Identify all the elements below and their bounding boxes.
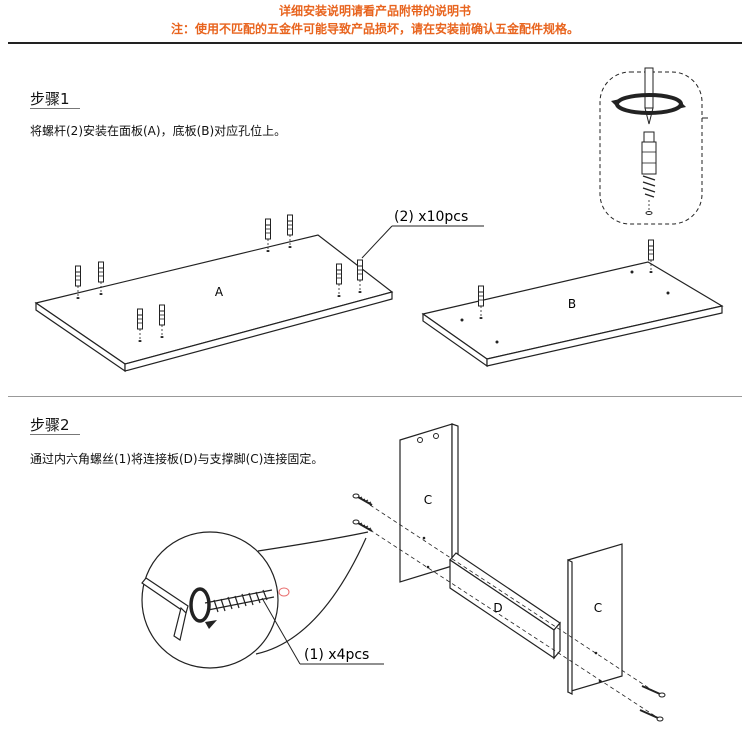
panel-d-label: D [493, 601, 502, 615]
screw-detail-bubble [141, 531, 369, 669]
step2-title-underline [30, 434, 80, 435]
step1-description: 将螺杆(2)安装在面板(A)，底板(B)对应孔位上。 [30, 124, 287, 138]
step1-title-underline [30, 108, 80, 109]
bolt-callout: (2) x10pcs [394, 209, 468, 225]
assembly-guide-lines [369, 504, 656, 717]
bolt-callout-leader [361, 225, 393, 259]
header-divider [8, 42, 742, 44]
notice-line-1: 详细安装说明请看产品附带的说明书 [278, 4, 471, 18]
panel-d: D [449, 552, 561, 660]
screw-right-bottom [639, 709, 664, 722]
bolt-detail-bubble [599, 67, 708, 225]
panel-a: A [34, 234, 394, 373]
screw-callout: (1) x4pcs [304, 647, 369, 663]
panel-c-left-label: C [424, 493, 432, 507]
panel-c-right: C [567, 543, 623, 695]
notice-line-2: 注：使用不匹配的五金件可能导致产品损坏，请在安装前确认五金配件规格。 [170, 22, 579, 36]
step-divider [8, 396, 742, 397]
panel-b: B [421, 261, 724, 368]
panel-c-left: C [399, 423, 459, 583]
screw-right-top [641, 685, 666, 698]
screw-callout-leader [261, 597, 301, 665]
panel-b-label: B [568, 297, 576, 311]
screw-left-top [352, 493, 373, 506]
panel-c-right-label: C [594, 601, 602, 615]
step2-title: 步骤2 [30, 416, 70, 434]
screw-left-bottom [352, 519, 373, 532]
step1-title: 步骤1 [30, 90, 70, 108]
step2-description: 通过内六角螺丝(1)将连接板(D)与支撑脚(C)连接固定。 [30, 452, 324, 466]
panel-a-label: A [215, 285, 224, 299]
